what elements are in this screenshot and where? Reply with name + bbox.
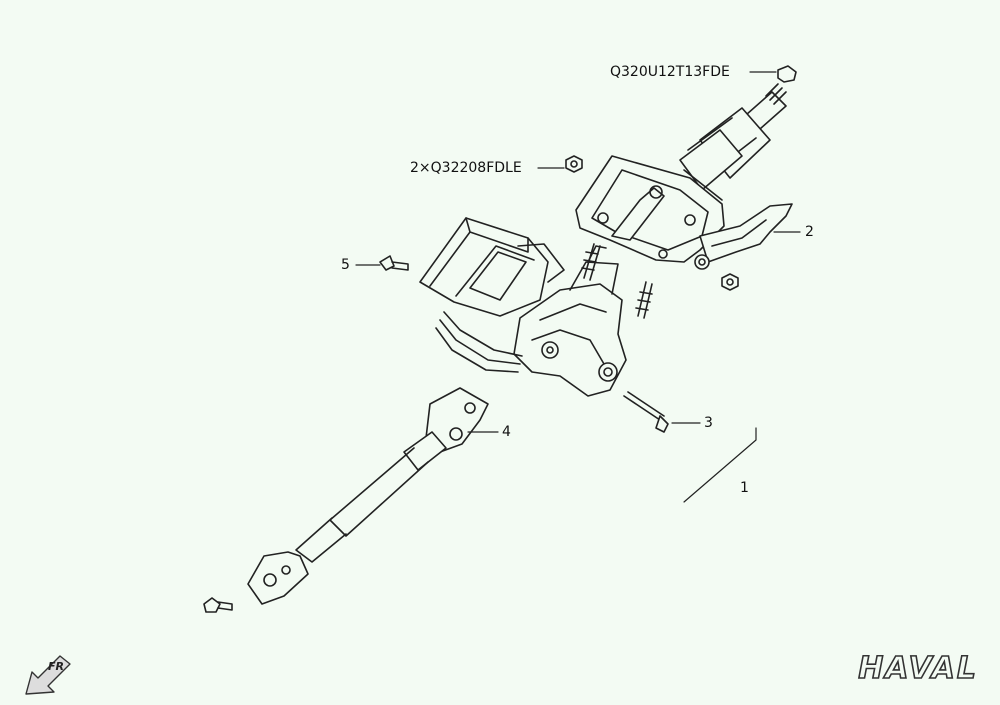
mounting-bracket	[575, 155, 725, 263]
callout-part-2: 2	[805, 224, 814, 240]
callout-part-1: 1	[740, 480, 749, 496]
callout-part-3: 3	[704, 415, 713, 431]
wiring-harness	[435, 311, 523, 373]
bolt-part-3	[623, 391, 669, 433]
front-direction-label: FR	[48, 660, 64, 673]
brand-logo: HAVAL	[857, 650, 978, 687]
leader-lines	[355, 71, 801, 503]
upper-shaft	[679, 83, 787, 201]
callout-part-4: 4	[502, 424, 511, 440]
callout-nut-pair: 2×Q32208FDLE	[410, 160, 522, 176]
motor-unit	[419, 217, 565, 317]
nuts	[565, 65, 797, 291]
callout-nut-top: Q320U12T13FDE	[610, 64, 730, 80]
spring-studs	[581, 243, 653, 319]
gear-housing	[513, 245, 627, 397]
front-direction-arrow-icon: FR	[22, 650, 82, 698]
bolt-part-5	[379, 255, 409, 271]
callout-part-5: 5	[341, 257, 350, 273]
bolt-bottom	[203, 597, 233, 613]
intermediate-shaft	[247, 387, 489, 605]
bracket-arm	[694, 203, 793, 270]
